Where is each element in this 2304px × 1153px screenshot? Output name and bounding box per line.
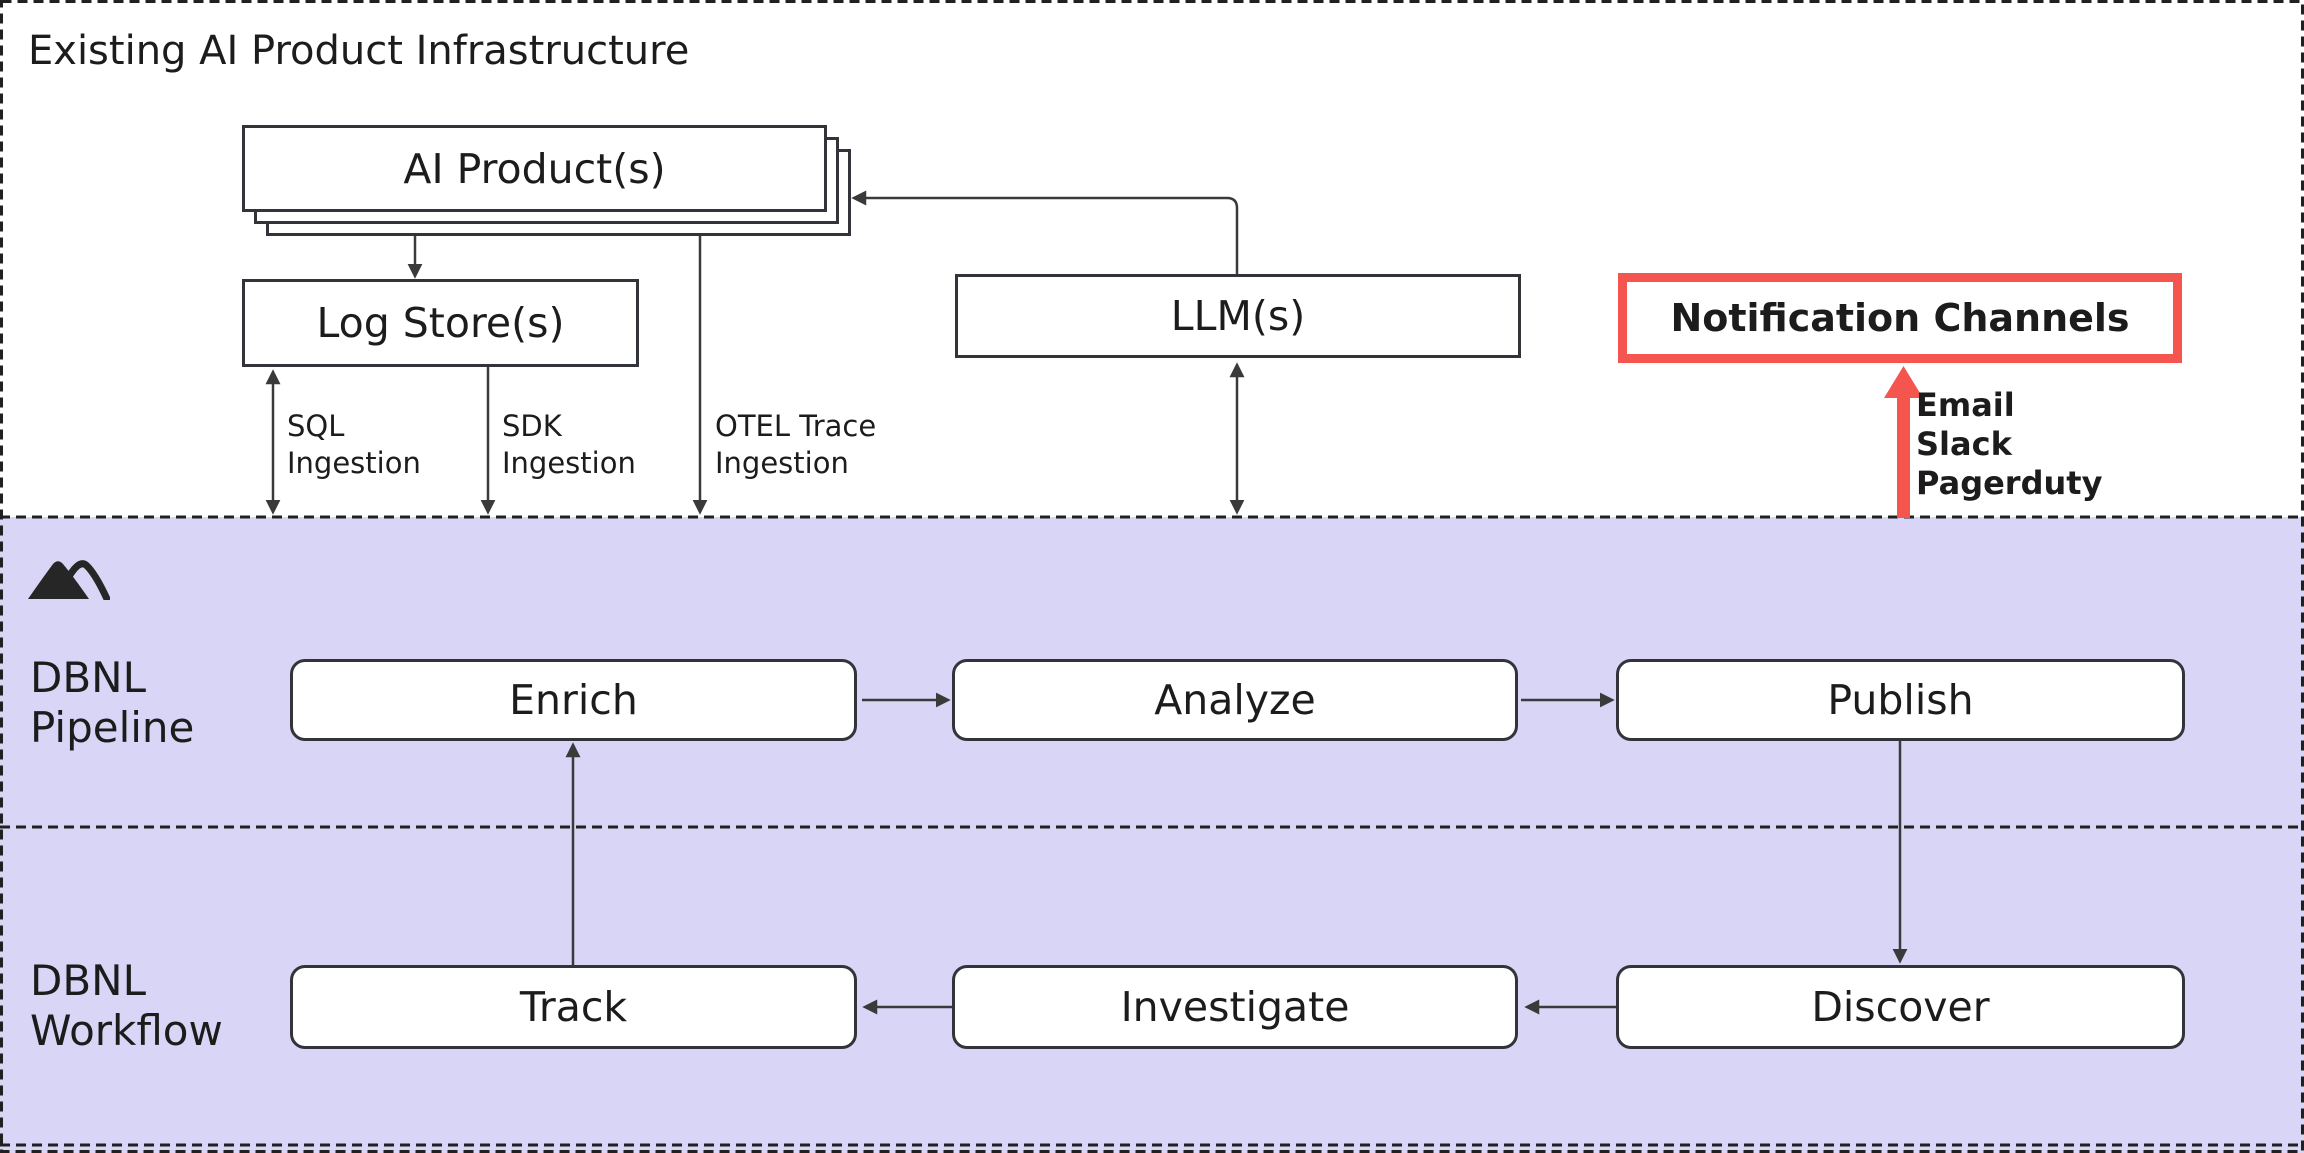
enrich-label: Enrich [509,676,638,724]
stage-box-enrich: Enrich [290,659,857,741]
notification-channels-label: Notification Channels [1670,296,2130,340]
arrow-llms-to-ai-products [851,190,1239,274]
sql-ingestion-line2: Ingestion [287,446,421,480]
sdk-ingestion-line2: Ingestion [502,446,636,480]
dbnl-pipeline-label-line2: Pipeline [30,703,195,752]
stage-box-track: Track [290,965,857,1049]
notification-methods-list: Email Slack Pagerduty [1916,386,2102,503]
section-title-infrastructure: Existing AI Product Infrastructure [28,28,690,74]
track-label: Track [519,983,628,1031]
sql-ingestion-line1: SQL [287,409,345,443]
dbnl-workflow-label-line2: Workflow [30,1006,223,1055]
sdk-ingestion-line1: SDK [502,409,562,443]
otel-ingestion-line2: Ingestion [715,446,849,480]
notification-method-pagerduty: Pagerduty [1916,464,2103,502]
notification-channels-box: Notification Channels [1618,273,2182,363]
ai-products-box: AI Product(s) [242,125,827,212]
notification-method-slack: Slack [1916,425,2012,463]
otel-ingestion-line1: OTEL Trace [715,409,877,443]
log-stores-box: Log Store(s) [242,279,639,367]
investigate-label: Investigate [1120,983,1350,1031]
stage-box-publish: Publish [1616,659,2185,741]
llms-box: LLM(s) [955,274,1521,358]
otel-ingestion-label: OTEL Trace Ingestion [715,408,876,482]
sdk-ingestion-label: SDK Ingestion [502,408,636,482]
stage-box-analyze: Analyze [952,659,1518,741]
stage-box-investigate: Investigate [952,965,1518,1049]
dbnl-pipeline-label-line1: DBNL [30,653,146,702]
dbnl-workflow-label: DBNL Workflow [30,956,223,1056]
llms-label: LLM(s) [1170,292,1306,340]
dbnl-pipeline-label: DBNL Pipeline [30,653,194,753]
dbnl-workflow-label-line1: DBNL [30,956,146,1005]
publish-label: Publish [1827,676,1974,724]
sql-ingestion-label: SQL Ingestion [287,408,421,482]
stage-box-discover: Discover [1616,965,2185,1049]
analyze-label: Analyze [1154,676,1316,724]
mountain-icon [28,560,110,600]
discover-label: Discover [1811,983,1990,1031]
log-stores-label: Log Store(s) [316,299,565,347]
notification-method-email: Email [1916,386,2015,424]
ai-products-label: AI Product(s) [403,144,666,193]
